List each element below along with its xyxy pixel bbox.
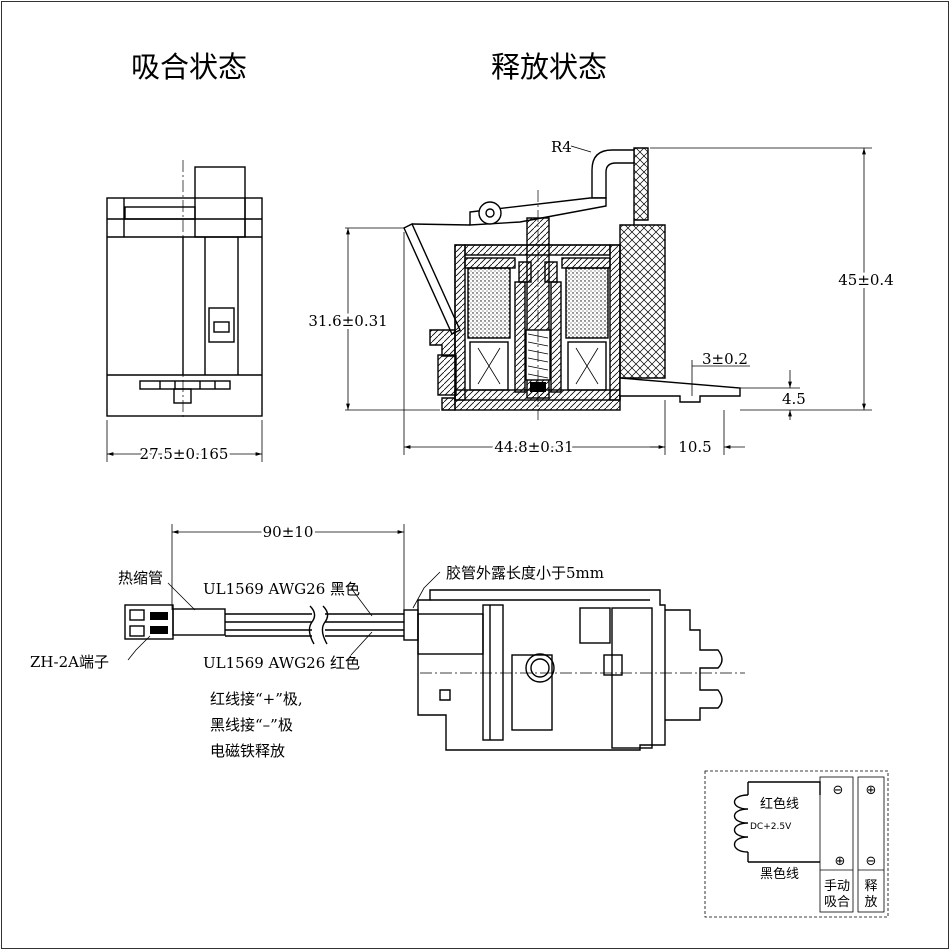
note-line-1: 红线接“+”极, bbox=[210, 690, 303, 708]
dim-flange-width: 10.5 bbox=[678, 438, 711, 456]
label-wire-red: UL1569 AWG26 红色 bbox=[203, 654, 360, 672]
connector-and-wires bbox=[124, 604, 419, 645]
label-release-1: 释 bbox=[864, 879, 877, 894]
label-wire-black: UL1569 AWG26 黑色 bbox=[203, 580, 360, 598]
terminal-release-minus: ⊖ bbox=[866, 854, 877, 869]
dim-height-total-lines bbox=[650, 147, 872, 411]
red-wire-leader bbox=[350, 631, 373, 656]
solenoid-side-view bbox=[417, 589, 745, 751]
dim-width-closed: 27.5±0.165 bbox=[140, 445, 229, 463]
released-state-title: 释放状态 bbox=[491, 50, 607, 84]
dim-height-body-lines bbox=[345, 227, 440, 411]
dim-lead-length: 90±10 bbox=[263, 523, 314, 541]
note-line-3: 电磁铁释放 bbox=[210, 742, 285, 760]
lead-dimension-lines bbox=[171, 524, 405, 610]
label-heat-shrink: 热缩管 bbox=[118, 569, 163, 587]
dim-width-released: 44.8±0.31 bbox=[494, 438, 573, 456]
terminal-release-plus: ⊕ bbox=[866, 783, 877, 798]
closed-state-title: 吸合状态 bbox=[131, 50, 247, 84]
dim-flange-offset: 4.5 bbox=[782, 390, 806, 408]
label-tube-note: 胶管外露长度小于5mm bbox=[446, 564, 604, 582]
label-manual-close-1: 手动 bbox=[824, 879, 850, 894]
note-line-2: 黑线接“–”极 bbox=[210, 716, 293, 734]
dim-flange-offset-lines bbox=[740, 370, 800, 420]
dim-radius: R4 bbox=[551, 138, 572, 156]
dim-flange-gap-lines bbox=[691, 360, 750, 396]
terminal-manual-plus: ⊕ bbox=[835, 854, 846, 869]
label-manual-close-2: 吸合 bbox=[824, 895, 850, 910]
terminal-manual-minus: ⊖ bbox=[833, 783, 844, 798]
dim-width-released-lines bbox=[403, 232, 745, 455]
connector-leader bbox=[127, 635, 151, 661]
released-state-section bbox=[403, 147, 741, 420]
dim-flange-gap: 3±0.2 bbox=[702, 350, 748, 368]
circuit-black-wire: 黑色线 bbox=[760, 866, 799, 882]
tube-note-leader bbox=[412, 571, 441, 609]
black-wire-leader bbox=[350, 587, 373, 617]
closed-state-view bbox=[106, 160, 263, 462]
circuit-voltage: DC+2.5V bbox=[750, 822, 792, 832]
label-release-2: 放 bbox=[864, 895, 877, 910]
circuit-diagram bbox=[704, 770, 889, 918]
radius-leader bbox=[570, 145, 592, 153]
dim-height-total: 45±0.4 bbox=[838, 271, 894, 289]
circuit-red-wire: 红色线 bbox=[760, 796, 799, 812]
heat-shrink-leader bbox=[167, 582, 196, 611]
dim-height-body: 31.6±0.31 bbox=[308, 312, 387, 330]
label-connector: ZH-2A端子 bbox=[30, 653, 109, 671]
